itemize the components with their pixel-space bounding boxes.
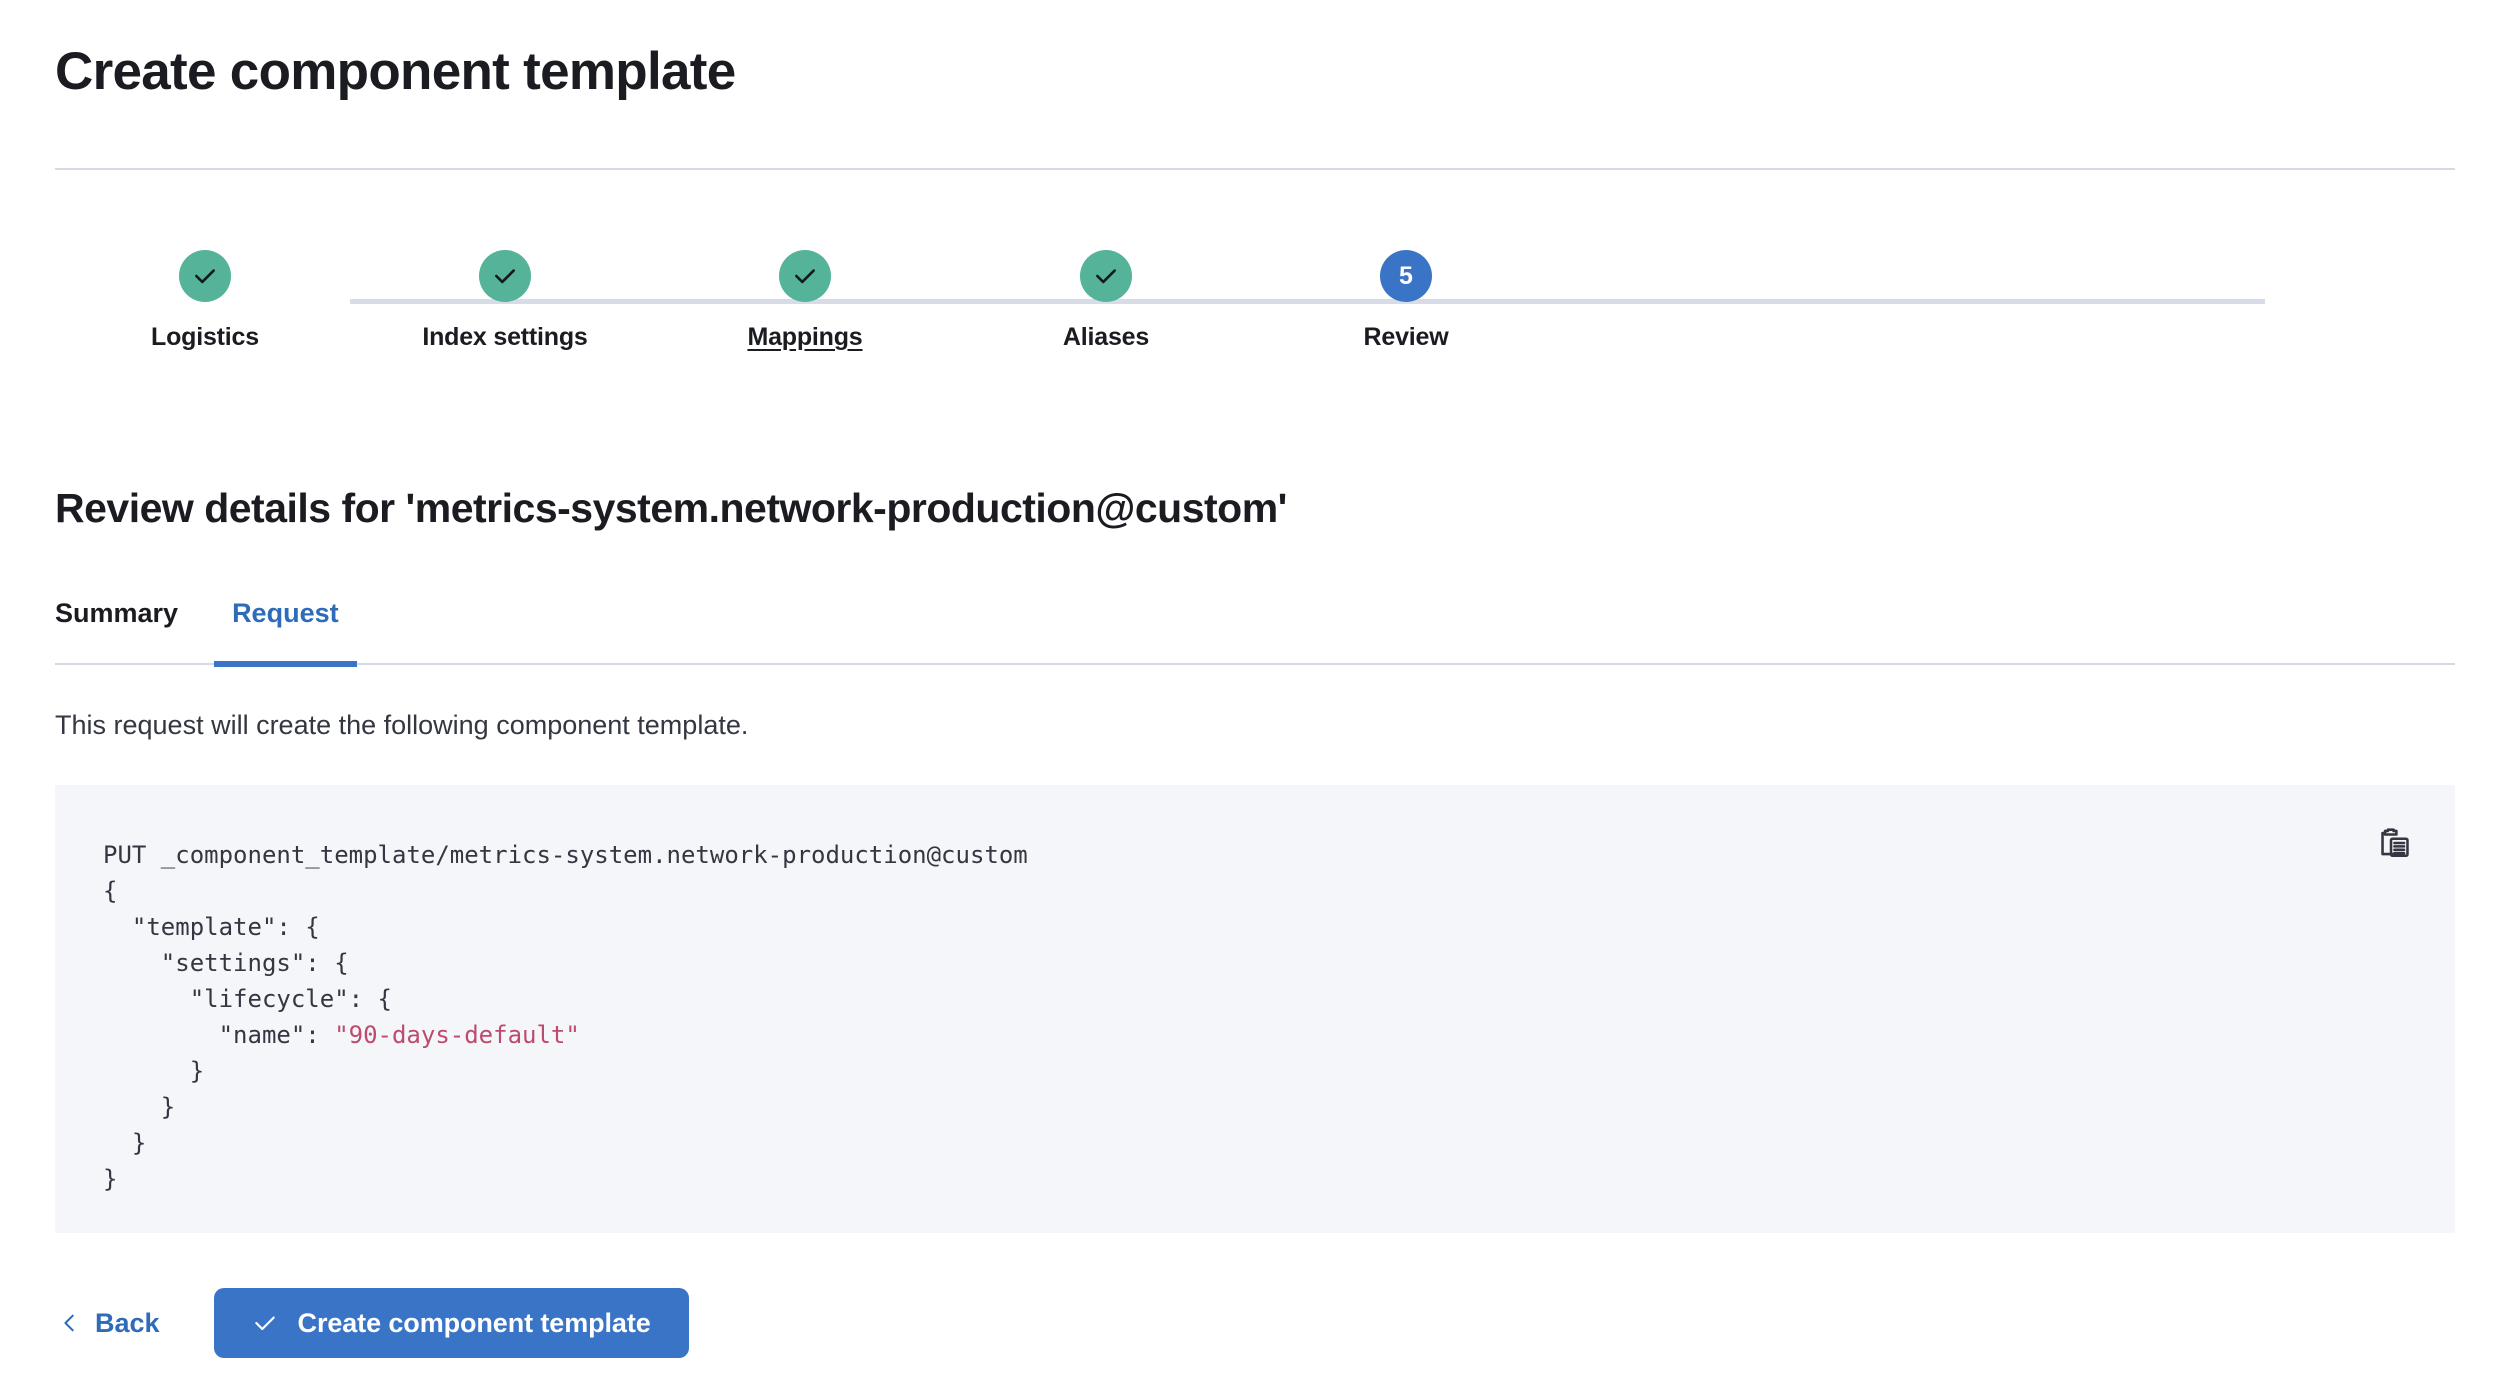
back-button-label: Back bbox=[95, 1308, 160, 1338]
clipboard-copy-icon bbox=[2381, 828, 2409, 858]
code-line-6: } bbox=[103, 1093, 176, 1121]
tab-request[interactable]: Request bbox=[214, 597, 357, 667]
step-label-index-settings: Index settings bbox=[422, 323, 588, 351]
code-string-value: "90-days-default" bbox=[334, 1021, 580, 1049]
step-label-aliases: Aliases bbox=[1062, 323, 1150, 351]
step-circle-mappings[interactable] bbox=[779, 250, 831, 302]
step-item-aliases[interactable]: Aliases bbox=[956, 250, 1256, 352]
check-icon bbox=[795, 269, 815, 284]
step-indicator: Logistics Index settings Mappings Aliase… bbox=[55, 250, 2455, 400]
chevron-left-icon bbox=[64, 1314, 74, 1332]
code-method-line: PUT _component_template/metrics-system.n… bbox=[103, 841, 1028, 869]
request-code-text: PUT _component_template/metrics-system.n… bbox=[103, 837, 1028, 1197]
request-description: This request will create the following c… bbox=[55, 710, 749, 740]
tab-summary[interactable]: Summary bbox=[55, 597, 214, 665]
page-title: Create component template bbox=[55, 42, 736, 101]
step-label-mappings[interactable]: Mappings bbox=[747, 323, 863, 351]
code-line-1: "template": { bbox=[103, 913, 320, 941]
step-circle-review[interactable]: 5 bbox=[1380, 250, 1432, 302]
step-label-review: Review bbox=[1363, 323, 1449, 351]
create-component-template-button[interactable]: Create component template bbox=[213, 1288, 689, 1358]
review-tabs: Summary Request bbox=[55, 597, 2455, 667]
step-item-index-settings[interactable]: Index settings bbox=[355, 250, 655, 352]
section-heading: Review details for 'metrics-system.netwo… bbox=[55, 485, 1287, 531]
step-item-mappings[interactable]: Mappings bbox=[655, 250, 955, 352]
step-number-review: 5 bbox=[1399, 261, 1413, 290]
check-icon bbox=[195, 269, 215, 284]
code-line-4: "name": "90-days-default" bbox=[103, 1021, 580, 1049]
copy-request-button[interactable] bbox=[2373, 821, 2417, 865]
code-line-3: "lifecycle": { bbox=[103, 985, 392, 1013]
step-circle-index-settings[interactable] bbox=[479, 250, 531, 302]
step-item-logistics[interactable]: Logistics bbox=[55, 250, 355, 352]
step-connector-line bbox=[350, 299, 2265, 304]
back-button[interactable]: Back bbox=[55, 1301, 164, 1345]
step-item-review[interactable]: 5 Review bbox=[1256, 250, 1556, 352]
code-line-2: "settings": { bbox=[103, 949, 349, 977]
create-component-template-label: Create component template bbox=[297, 1307, 651, 1338]
footer-actions: Back Create component template bbox=[55, 1288, 689, 1358]
request-code-block: PUT _component_template/metrics-system.n… bbox=[55, 785, 2455, 1233]
step-label-logistics: Logistics bbox=[151, 323, 259, 351]
header-divider bbox=[55, 168, 2455, 170]
check-icon bbox=[495, 269, 515, 284]
check-icon bbox=[254, 1316, 275, 1331]
code-line-0: { bbox=[103, 877, 118, 905]
code-line-7: } bbox=[103, 1129, 147, 1157]
code-line-5: } bbox=[103, 1057, 205, 1085]
step-circle-logistics[interactable] bbox=[179, 250, 231, 302]
code-line-8: } bbox=[103, 1165, 118, 1193]
step-circle-aliases[interactable] bbox=[1080, 250, 1132, 302]
check-icon bbox=[1096, 269, 1116, 284]
